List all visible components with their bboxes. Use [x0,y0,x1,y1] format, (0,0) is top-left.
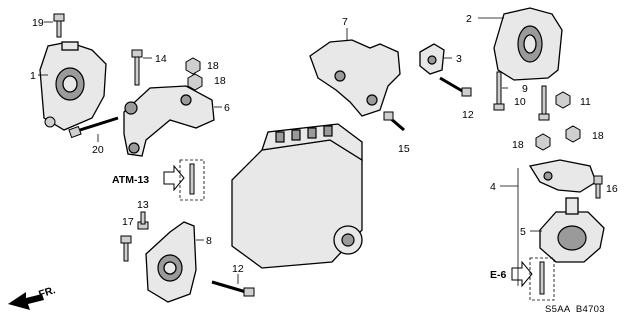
part-3-clamp [419,43,445,75]
part-19-bolt [53,13,65,38]
part-20-bolt [68,116,119,139]
part-11-nut [555,91,571,109]
part-10-bolt [538,85,550,121]
callout-1: 1 [30,70,36,82]
part-1-mount [39,41,107,131]
part-7-bracket [309,39,401,117]
e-6-label: E-6 [490,269,507,281]
callout-2: 2 [466,13,472,25]
callout-18d: 18 [592,130,604,142]
callout-12b: 12 [232,263,244,275]
atm-13-reference: ATM-13 [112,159,205,201]
part-18-nut-a [185,57,201,75]
callout-20: 20 [92,144,104,156]
part-12-bolt-upper [439,76,472,97]
callout-19: 19 [32,17,44,29]
part-4-bracket [528,159,597,193]
callout-15: 15 [398,143,410,155]
part-6-bracket [123,85,215,157]
engine-block [231,123,363,269]
part-15-bolt [383,111,405,132]
callout-14: 14 [155,53,167,65]
part-18-nut-c [535,133,551,151]
part-14-bolt [131,49,143,86]
callout-6: 6 [224,102,230,114]
part-18-nut-b [187,73,203,91]
callout-8: 8 [206,235,212,247]
diagram-code: S5AA B4703 [545,304,605,315]
callout-18c: 18 [512,139,524,151]
part-16-bolt [593,175,603,199]
callout-3: 3 [456,53,462,65]
atm-13-label: ATM-13 [112,174,149,186]
e-6-reference: E-6 [490,257,555,301]
part-18-nut-d [565,125,581,143]
callout-13: 13 [137,199,149,211]
callout-4: 4 [490,181,496,193]
front-direction-arrow: FR. [8,284,57,310]
callout-17: 17 [122,216,134,228]
callout-7: 7 [342,16,348,28]
part-17-bolt [120,235,132,262]
part-2-mount [493,7,563,81]
callout-16: 16 [606,183,618,195]
callout-12a: 12 [462,109,474,121]
callout-9: 9 [522,83,528,95]
part-13-bolt [137,211,149,230]
callout-11: 11 [580,96,591,108]
callout-5: 5 [520,226,526,238]
part-12-bolt-lower [211,280,255,297]
callout-18a: 18 [207,60,219,72]
callout-18b: 18 [214,75,226,87]
part-9-bolt [493,71,505,111]
callout-10: 10 [514,96,526,108]
part-8-mount [145,221,197,303]
part-5-mount [539,197,605,263]
front-label: FR. [37,284,57,301]
